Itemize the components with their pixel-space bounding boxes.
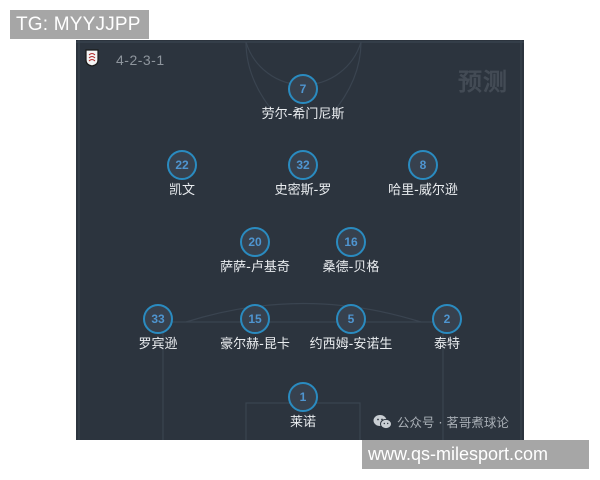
player-name: 泰特 [433, 337, 460, 352]
fulham-crest-icon [85, 49, 99, 67]
lineup-panel: 4-2-3-1 预测 7 劳尔-希门尼斯 22 凯文 32 史密斯-罗 8 哈里-威尔逊 20 萨… [76, 40, 524, 440]
player-name: 莱诺 [289, 415, 316, 430]
player-name: 哈里-威尔逊 [388, 183, 458, 198]
wechat-account-text: 公众号 · 茗哥煮球论 [397, 415, 509, 430]
player-number-badge: 22 [167, 150, 197, 180]
formation-label: 4-2-3-1 [116, 52, 165, 68]
player-number-badge: 33 [143, 304, 173, 334]
player-marker[interactable]: 15 豪尔赫-昆卡 [195, 304, 315, 353]
player-marker[interactable]: 8 哈里-威尔逊 [363, 150, 483, 199]
player-number-badge: 1 [288, 382, 318, 412]
player-name: 约西姆-安诺生 [309, 337, 393, 352]
player-marker[interactable]: 22 凯文 [122, 150, 242, 199]
player-name: 桑德-贝格 [322, 260, 380, 275]
player-number-badge: 16 [336, 227, 366, 257]
pitch-markings [76, 40, 524, 440]
player-marker[interactable]: 20 萨萨-卢基奇 [195, 227, 315, 276]
player-marker[interactable]: 5 约西姆-安诺生 [291, 304, 411, 353]
player-name: 史密斯-罗 [274, 183, 332, 198]
player-name: 劳尔-希门尼斯 [261, 107, 345, 122]
wechat-attribution: 公众号 · 茗哥煮球论 [373, 412, 509, 431]
player-number-badge: 20 [240, 227, 270, 257]
player-name: 罗宾逊 [138, 337, 178, 352]
player-number-badge: 32 [288, 150, 318, 180]
tg-watermark-label: TG: MYYJJPP [10, 10, 149, 39]
player-marker[interactable]: 32 史密斯-罗 [243, 150, 363, 199]
player-number-badge: 2 [432, 304, 462, 334]
player-number-badge: 5 [336, 304, 366, 334]
player-name: 豪尔赫-昆卡 [220, 337, 290, 352]
player-number-badge: 7 [288, 74, 318, 104]
player-marker[interactable]: 1 莱诺 [243, 382, 363, 431]
wechat-icon [373, 414, 392, 429]
prediction-watermark: 预测 [458, 68, 508, 96]
site-watermark-label: www.qs-milesport.com [362, 440, 589, 469]
player-marker[interactable]: 16 桑德-贝格 [291, 227, 411, 276]
player-number-badge: 15 [240, 304, 270, 334]
player-marker[interactable]: 2 泰特 [387, 304, 507, 353]
player-number-badge: 8 [408, 150, 438, 180]
player-marker[interactable]: 7 劳尔-希门尼斯 [243, 74, 363, 123]
player-name: 萨萨-卢基奇 [220, 260, 290, 275]
player-name: 凯文 [168, 183, 195, 198]
player-marker[interactable]: 33 罗宾逊 [98, 304, 218, 353]
